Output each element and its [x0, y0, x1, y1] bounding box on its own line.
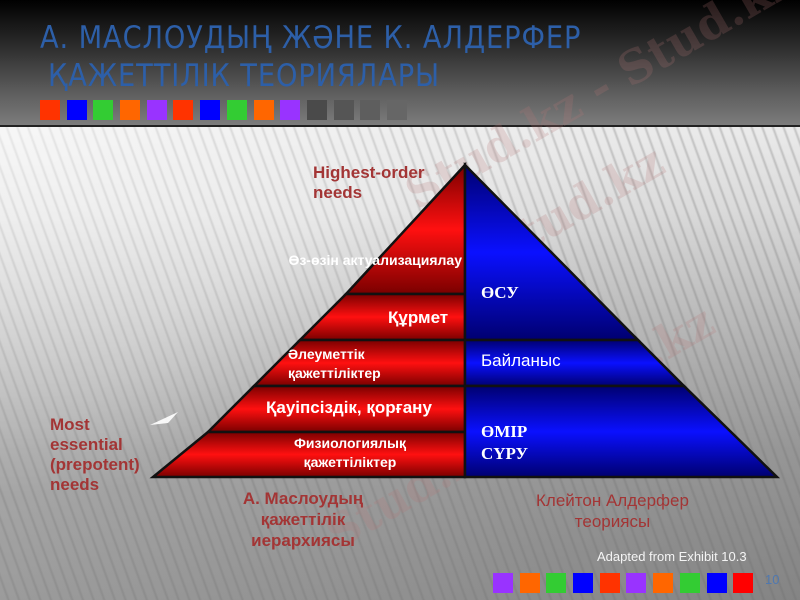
color-square: [519, 573, 540, 593]
highest-order-needs-label: Highest-order needs: [313, 163, 425, 202]
color-square: [200, 100, 221, 120]
color-square: [253, 100, 274, 120]
alderfer-label-relatedness: Байланыс: [481, 351, 561, 370]
color-square: [120, 100, 141, 120]
color-square: [93, 100, 114, 120]
color-square: [40, 100, 60, 120]
color-square: [333, 100, 354, 120]
maslow-label-physiological: Физиологиялық қажеттіліктер: [293, 435, 407, 470]
source-note: Adapted from Exhibit 10.3: [597, 549, 747, 564]
color-square: [360, 100, 381, 120]
color-square: [626, 573, 647, 593]
slide-title-line1: А. МАСЛОУДЫҢ ЖӘНЕ К. АЛДЕРФЕР: [40, 20, 582, 56]
color-square: [386, 100, 407, 120]
maslow-label-self-actualization: Өз-өзін актуализациялау: [288, 252, 462, 268]
page-number: 10: [765, 572, 780, 587]
color-square: [733, 573, 754, 593]
color-square: [653, 573, 674, 593]
maslow-label-safety: Қауіпсіздік, қорғану: [266, 398, 432, 417]
color-square: [573, 573, 594, 593]
color-square: [546, 573, 567, 593]
header-color-squares: [40, 100, 407, 120]
maslow-pyramid: [149, 161, 467, 479]
slide-title-line2: ҚАЖЕТТІЛІК ТЕОРИЯЛАРЫ: [48, 58, 440, 94]
color-square: [493, 573, 513, 593]
color-square: [706, 573, 727, 593]
color-square: [679, 573, 700, 593]
footer-color-squares: [493, 573, 754, 593]
alderfer-level-growth: [463, 161, 641, 342]
header-bar: А. МАСЛОУДЫҢ ЖӘНЕ К. АЛДЕРФЕР ҚАЖЕТТІЛІК…: [0, 0, 800, 127]
alderfer-label-growth: ӨСУ: [481, 283, 519, 302]
maslow-label-esteem: Құрмет: [388, 308, 449, 327]
color-square: [66, 100, 87, 120]
color-square: [599, 573, 620, 593]
alderfer-pyramid: [463, 161, 781, 479]
arrow-icon: [150, 412, 178, 425]
most-essential-needs-label: Most essential (prepotent) needs: [50, 415, 140, 494]
maslow-caption: А. Маслоудың қажеттілік иерархиясы: [242, 489, 364, 550]
alderfer-level-existence: [463, 384, 781, 479]
color-square: [226, 100, 247, 120]
alderfer-caption: Клейтон Алдерфер теориясы: [536, 491, 689, 531]
color-square: [173, 100, 194, 120]
alderfer-label-existence: ӨМІР СҮРУ: [481, 422, 528, 463]
color-square: [306, 100, 327, 120]
maslow-label-social: Әлеуметтік қажеттіліктер: [288, 346, 381, 381]
color-square: [146, 100, 167, 120]
color-square: [280, 100, 301, 120]
